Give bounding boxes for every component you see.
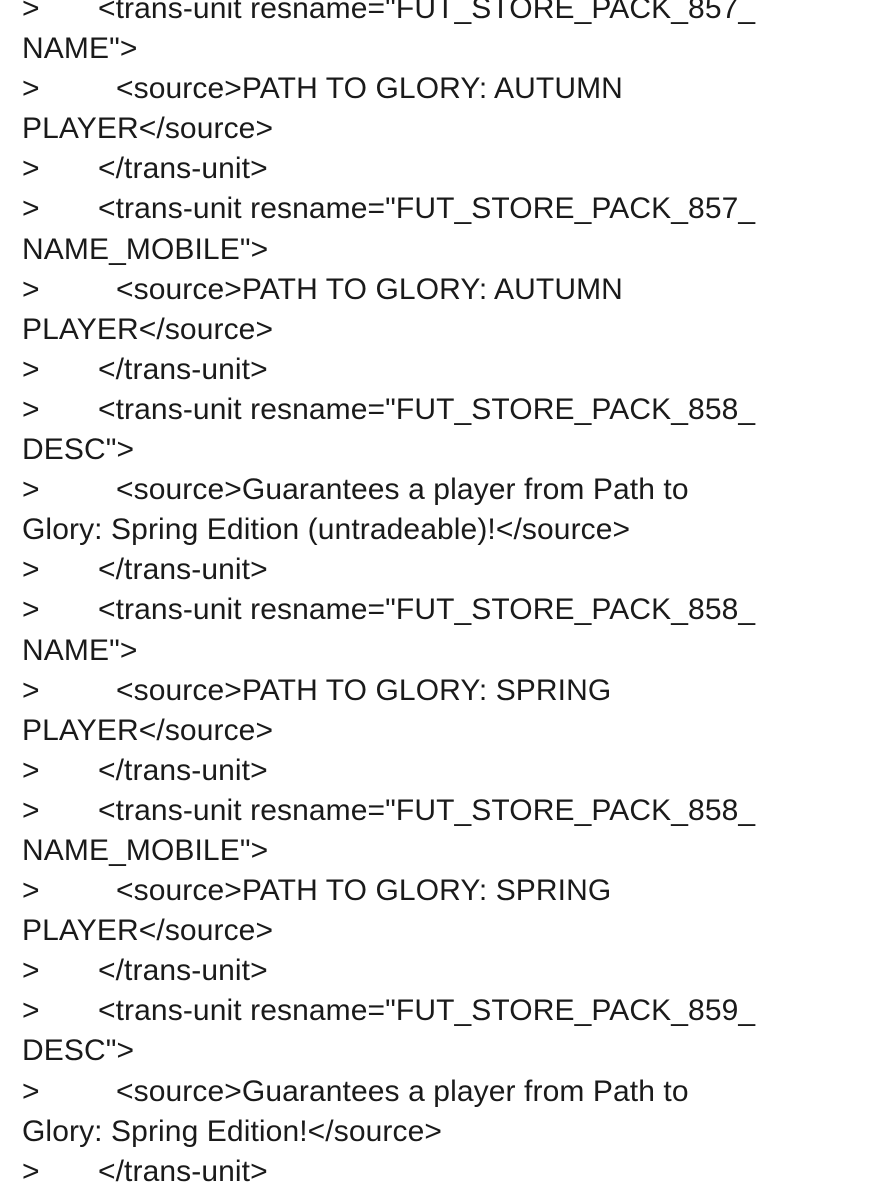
document-line: > </trans-unit> xyxy=(22,951,862,991)
document-line: > </trans-unit> xyxy=(22,350,862,390)
line-text: Glory: Spring Edition (untradeable)!</so… xyxy=(22,513,631,547)
line-text: </trans-unit> xyxy=(98,152,268,186)
document-line: > </trans-unit> xyxy=(22,1152,862,1192)
document-line: DESC"> xyxy=(22,1031,862,1071)
document-line: > </trans-unit> xyxy=(22,149,862,189)
document-line: > <source>PATH TO GLORY: SPRING xyxy=(22,671,862,711)
quote-marker: > xyxy=(22,1154,40,1188)
line-text: </trans-unit> xyxy=(98,553,268,587)
quote-marker: > xyxy=(22,994,40,1028)
line-text: NAME"> xyxy=(22,32,138,66)
document-line: NAME"> xyxy=(22,631,862,671)
quote-marker: > xyxy=(22,874,40,908)
quote-marker: > xyxy=(22,753,40,787)
line-text: <trans-unit resname="FUT_STORE_PACK_858_ xyxy=(98,793,756,827)
line-text: PLAYER</source> xyxy=(22,914,274,948)
quote-marker: > xyxy=(22,0,40,25)
line-text: </trans-unit> xyxy=(98,954,268,988)
document-line: Glory: Spring Edition!</source> xyxy=(22,1112,862,1152)
line-text: <source>Guarantees a player from Path to xyxy=(116,1074,689,1108)
quote-marker: > xyxy=(22,673,40,707)
document-line: PLAYER</source> xyxy=(22,711,862,751)
line-text: DESC"> xyxy=(22,433,135,467)
line-text: PLAYER</source> xyxy=(22,112,274,146)
line-text: NAME_MOBILE"> xyxy=(22,833,269,867)
line-text: PLAYER</source> xyxy=(22,312,274,346)
document-line: > <trans-unit resname="FUT_STORE_PACK_858… xyxy=(22,390,862,430)
document-line: PLAYER</source> xyxy=(22,310,862,350)
document-line: > </trans-unit> xyxy=(22,550,862,590)
document-line: > <trans-unit resname="FUT_STORE_PACK_858… xyxy=(22,590,862,630)
quote-marker: > xyxy=(22,72,40,106)
quote-marker: > xyxy=(22,352,40,386)
line-text: <trans-unit resname="FUT_STORE_PACK_858_ xyxy=(98,593,756,627)
quote-marker: > xyxy=(22,1074,40,1108)
line-text: NAME_MOBILE"> xyxy=(22,232,269,266)
document-line: > <source>Guarantees a player from Path t… xyxy=(22,1072,862,1112)
line-text: <trans-unit resname="FUT_STORE_PACK_857_ xyxy=(98,192,756,226)
line-text: <trans-unit resname="FUT_STORE_PACK_857_ xyxy=(98,0,756,25)
document-line: > </trans-unit> xyxy=(22,751,862,791)
line-text: <trans-unit resname="FUT_STORE_PACK_858_ xyxy=(98,392,756,426)
line-text: </trans-unit> xyxy=(98,753,268,787)
quoted-xml-document: > <trans-unit resname="FUT_STORE_PACK_857… xyxy=(22,0,862,1192)
line-text: PLAYER</source> xyxy=(22,713,274,747)
document-line: > <trans-unit resname="FUT_STORE_PACK_858… xyxy=(22,791,862,831)
document-line: > <source>PATH TO GLORY: AUTUMN xyxy=(22,270,862,310)
document-line: NAME_MOBILE"> xyxy=(22,831,862,871)
quote-marker: > xyxy=(22,954,40,988)
quote-marker: > xyxy=(22,593,40,627)
document-line: NAME_MOBILE"> xyxy=(22,230,862,270)
line-text: NAME"> xyxy=(22,633,138,667)
line-text: <source>PATH TO GLORY: SPRING xyxy=(116,874,612,908)
quote-marker: > xyxy=(22,272,40,306)
line-text: Glory: Spring Edition!</source> xyxy=(22,1114,442,1148)
document-line: NAME"> xyxy=(22,29,862,69)
line-text: </trans-unit> xyxy=(98,1154,268,1188)
line-text: <source>PATH TO GLORY: AUTUMN xyxy=(116,272,623,306)
line-text: <trans-unit resname="FUT_STORE_PACK_859_ xyxy=(98,994,756,1028)
quote-marker: > xyxy=(22,793,40,827)
document-line: > <trans-unit resname="FUT_STORE_PACK_857… xyxy=(22,0,862,29)
line-text: <source>PATH TO GLORY: SPRING xyxy=(116,673,612,707)
quote-marker: > xyxy=(22,473,40,507)
quote-marker: > xyxy=(22,392,40,426)
document-line: > <source>PATH TO GLORY: AUTUMN xyxy=(22,69,862,109)
line-text: </trans-unit> xyxy=(98,352,268,386)
document-line: > <trans-unit resname="FUT_STORE_PACK_857… xyxy=(22,189,862,229)
line-text: <source>PATH TO GLORY: AUTUMN xyxy=(116,72,623,106)
document-line: PLAYER</source> xyxy=(22,911,862,951)
document-line: > <source>Guarantees a player from Path t… xyxy=(22,470,862,510)
document-line: > <source>PATH TO GLORY: SPRING xyxy=(22,871,862,911)
line-text: DESC"> xyxy=(22,1034,135,1068)
quote-marker: > xyxy=(22,553,40,587)
line-text: <source>Guarantees a player from Path to xyxy=(116,473,689,507)
document-line: PLAYER</source> xyxy=(22,109,862,149)
document-line: Glory: Spring Edition (untradeable)!</so… xyxy=(22,510,862,550)
document-line: DESC"> xyxy=(22,430,862,470)
quote-marker: > xyxy=(22,152,40,186)
quote-marker: > xyxy=(22,192,40,226)
document-line: > <trans-unit resname="FUT_STORE_PACK_859… xyxy=(22,991,862,1031)
